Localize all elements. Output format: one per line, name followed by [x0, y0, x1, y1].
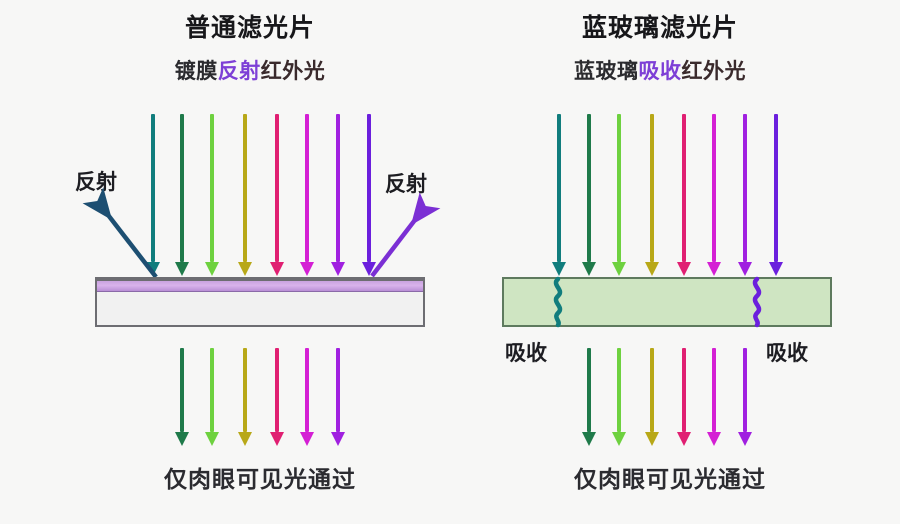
beam-shaft [151, 114, 155, 262]
beam-arrowhead [238, 262, 252, 276]
left-subtitle-before: 镀膜 [174, 59, 218, 83]
beam-shaft [743, 348, 747, 432]
beam-shaft [367, 114, 371, 262]
beam-shaft [617, 348, 621, 432]
beam-shaft [243, 114, 247, 262]
beam-shaft [587, 348, 591, 432]
beam-arrowhead [331, 432, 345, 446]
beam-shaft [682, 114, 686, 262]
left-subtitle-highlight: 反射 [217, 59, 261, 83]
beam-shaft [336, 348, 340, 432]
beam-arrowhead [582, 432, 596, 446]
left-filter-coating-layer [97, 279, 423, 292]
beam-arrowhead [238, 432, 252, 446]
left-subtitle-after: 红外光 [260, 59, 326, 83]
beam-shaft [712, 348, 716, 432]
beam-arrowhead [270, 432, 284, 446]
beam-arrowhead [645, 432, 659, 446]
beam-shaft [650, 348, 654, 432]
right-absorb-label-east: 吸收 [766, 341, 808, 365]
beam-shaft [617, 114, 621, 262]
beam-arrowhead [205, 262, 219, 276]
beam-arrowhead [707, 262, 721, 276]
beam-shaft [305, 348, 309, 432]
left-reflect-arrow-west [82, 187, 158, 279]
beam-shaft [180, 114, 184, 262]
beam-arrowhead [175, 432, 189, 446]
beam-shaft [243, 348, 247, 432]
beam-arrowhead [677, 262, 691, 276]
beam-arrowhead [645, 262, 659, 276]
beam-shaft [682, 348, 686, 432]
beam-arrowhead [612, 432, 626, 446]
left-panel-subtitle: 镀膜反射红外光 [80, 55, 420, 85]
right-panel-title: 蓝玻璃滤光片 [581, 13, 738, 42]
left-reflect-label-west: 反射 [75, 170, 117, 194]
left-panel-caption: 仅肉眼可见光通过 [164, 467, 356, 493]
beam-arrowhead [270, 262, 284, 276]
beam-arrowhead [738, 432, 752, 446]
right-subtitle-after: 红外光 [681, 59, 746, 83]
beam-shaft [712, 114, 716, 262]
beam-shaft [743, 114, 747, 262]
beam-arrowhead [707, 432, 721, 446]
beam-shaft [587, 114, 591, 262]
right-panel-caption: 仅肉眼可见光通过 [574, 467, 766, 493]
left-reflect-arrow-east [370, 192, 441, 278]
right-panel-subtitle: 蓝玻璃吸收红外光 [490, 55, 830, 85]
right-subtitle-highlight: 吸收 [638, 59, 682, 83]
beam-arrowhead [738, 262, 752, 276]
right-subtitle-before: 蓝玻璃 [574, 59, 639, 83]
absorbed-wave-violet [752, 276, 762, 328]
beam-arrowhead [612, 262, 626, 276]
beam-arrowhead [300, 262, 314, 276]
beam-shaft [275, 348, 279, 432]
beam-shaft [650, 114, 654, 262]
beam-shaft [774, 114, 778, 262]
beam-shaft [305, 114, 309, 262]
beam-shaft [210, 348, 214, 432]
beam-arrowhead [769, 262, 783, 276]
beam-arrowhead [677, 432, 691, 446]
beam-shaft [210, 114, 214, 262]
beam-shaft [557, 114, 561, 262]
beam-shaft [180, 348, 184, 432]
left-reflect-label-east: 反射 [385, 172, 427, 196]
beam-arrowhead [582, 262, 596, 276]
right-absorb-label-west: 吸收 [505, 341, 547, 365]
beam-arrowhead [552, 262, 566, 276]
beam-shaft [275, 114, 279, 262]
beam-arrowhead [331, 262, 345, 276]
beam-arrowhead [300, 432, 314, 446]
left-panel-title: 普通滤光片 [184, 13, 315, 42]
absorbed-wave-teal [553, 276, 563, 328]
beam-shaft [336, 114, 340, 262]
beam-arrowhead [205, 432, 219, 446]
beam-arrowhead [175, 262, 189, 276]
